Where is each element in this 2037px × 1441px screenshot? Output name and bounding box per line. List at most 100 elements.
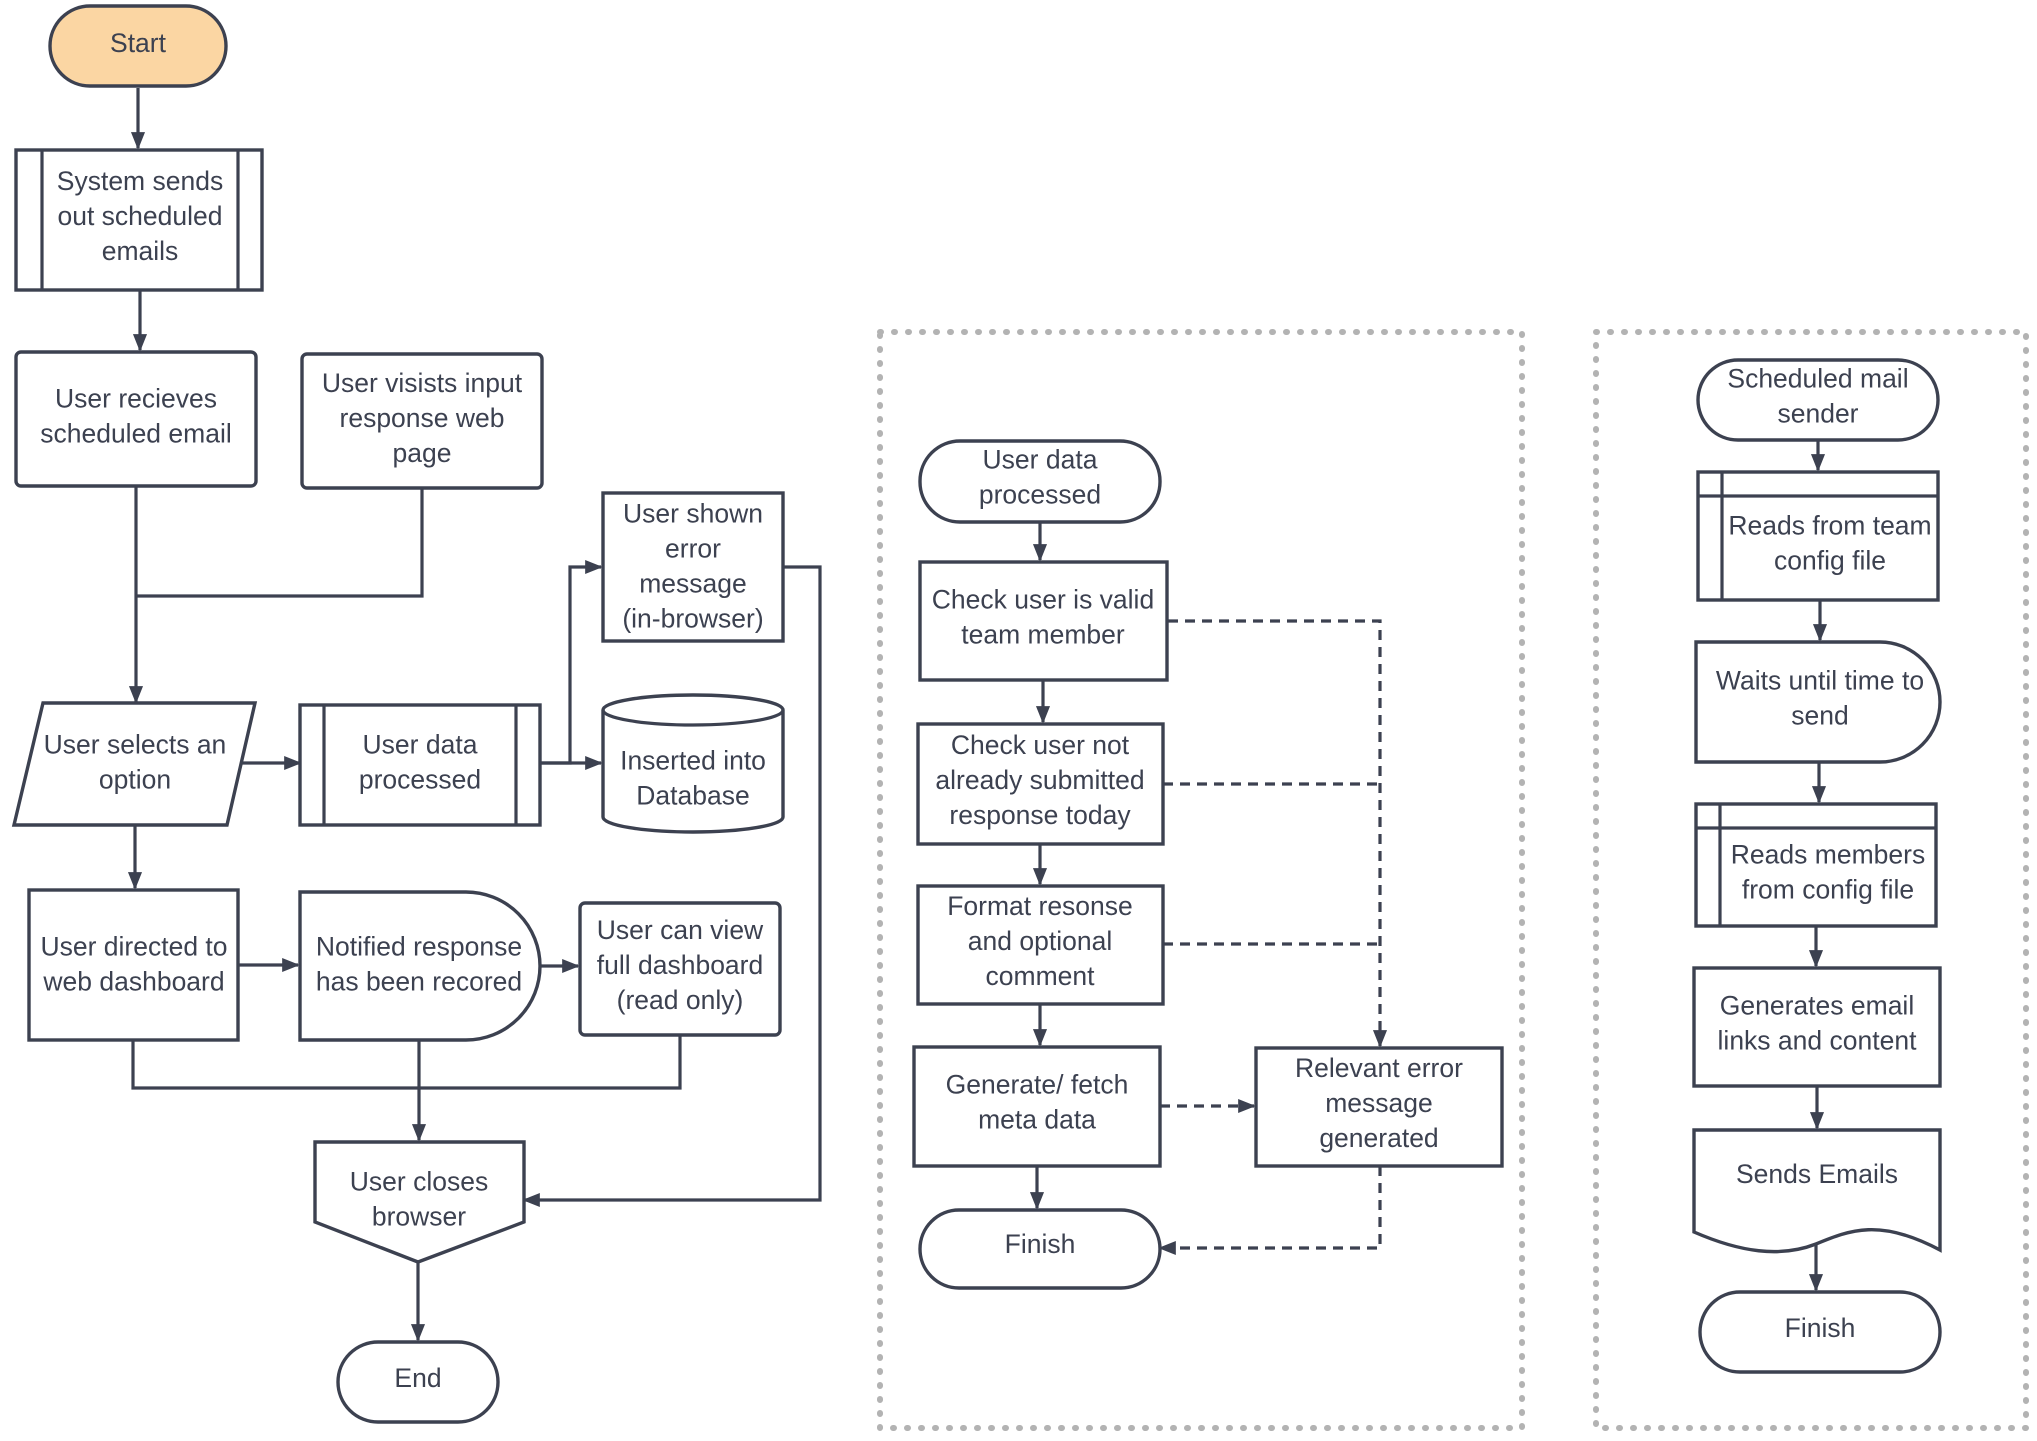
label-line: links and content [1718, 1026, 1918, 1056]
label-line: option [99, 765, 171, 795]
label-line: sender [1777, 399, 1858, 429]
label-line: team member [961, 620, 1125, 650]
label-line: response today [949, 800, 1131, 830]
node-user-visits-label: User visists input response web page [322, 368, 523, 468]
label-line: processed [979, 480, 1101, 510]
label-line: (in-browser) [622, 604, 763, 634]
label-line: Generates email [1720, 991, 1914, 1021]
edge-directed-dashboard-join [131, 1036, 682, 1090]
processing-container [877, 329, 1525, 1431]
label-line: Generate/ fetch [946, 1070, 1129, 1100]
edge-processed-to-error [540, 559, 603, 765]
node-sends-label: Sends Emails [1736, 1159, 1898, 1189]
node-generates[interactable]: Generates email links and content [1692, 966, 1942, 1088]
label-line: User data [363, 730, 478, 760]
node-check-valid[interactable]: Check user is valid team member [918, 560, 1169, 682]
node-start[interactable]: Start [48, 4, 228, 88]
label-line: System sends [57, 166, 223, 196]
label-line: already submitted [935, 765, 1144, 795]
label-line: response web [340, 403, 505, 433]
node-data-processed-label: User data processed [359, 730, 481, 795]
label-line: Reads from team [1728, 511, 1931, 541]
node-end[interactable]: End [336, 1340, 500, 1424]
label-line: message [639, 569, 747, 599]
label-line: User can view [597, 915, 764, 945]
label-line: User shown [623, 499, 763, 529]
label-line: User data [983, 445, 1098, 475]
label-line: send [1791, 701, 1848, 731]
node-reads-team[interactable]: Reads from team config file [1696, 470, 1940, 602]
label-line: Sends Emails [1736, 1159, 1898, 1189]
node-mail-start[interactable]: Scheduled mail sender [1696, 358, 1940, 442]
node-data-processed[interactable]: User data processed [298, 703, 542, 827]
node-check-valid-label: Check user is valid team member [932, 585, 1154, 650]
node-mail-finish[interactable]: Finish [1698, 1290, 1942, 1374]
label-line: Scheduled mail [1727, 364, 1908, 394]
node-generate-meta[interactable]: Generate/ fetch meta data [912, 1045, 1162, 1168]
label-line: emails [102, 236, 179, 266]
node-user-receives[interactable]: User recieves scheduled email [14, 350, 258, 488]
node-system-sends-label: System sends out scheduled emails [57, 166, 223, 266]
label-line: web dashboard [42, 967, 224, 997]
label-line: User visists input [322, 368, 523, 398]
label-line: config file [1774, 546, 1886, 576]
label-line: Check user is valid [932, 585, 1154, 615]
label-line: meta data [978, 1105, 1096, 1135]
label-line: page [393, 438, 452, 468]
label-line: Relevant error [1295, 1053, 1463, 1083]
node-start-label: Start [110, 28, 167, 58]
node-generate-meta-label: Generate/ fetch meta data [946, 1070, 1129, 1135]
node-generates-label: Generates email links and content [1718, 991, 1918, 1056]
label-line: User closes [350, 1167, 488, 1197]
label-line: out scheduled [57, 201, 222, 231]
label-line: from config file [1742, 875, 1914, 905]
node-user-visits[interactable]: User visists input response web page [300, 352, 544, 490]
node-user-receives-label: User recieves scheduled email [40, 384, 232, 449]
edge-error-to-closes [522, 565, 822, 1208]
node-end-label: End [394, 1363, 441, 1393]
node-mail-start-label: Scheduled mail sender [1727, 364, 1908, 429]
node-mail-finish-label: Finish [1785, 1313, 1856, 1343]
label-line: Start [110, 28, 167, 58]
node-waits-label: Waits until time to send [1716, 666, 1924, 731]
label-line: (read only) [617, 985, 744, 1015]
edge-check-valid-error [1168, 619, 1388, 1048]
label-line: User recieves [55, 384, 217, 414]
main-flow-edges [127, 88, 822, 1342]
node-sends[interactable]: Sends Emails [1692, 1128, 1942, 1254]
node-proc-start[interactable]: User data processed [918, 439, 1162, 524]
node-system-sends[interactable]: System sends out scheduled emails [14, 148, 264, 292]
node-waits[interactable]: Waits until time to send [1694, 640, 1942, 764]
label-line: Finish [1005, 1229, 1076, 1259]
label-line: Waits until time to [1716, 666, 1924, 696]
mail-sender-container [1593, 329, 2029, 1431]
label-line: scheduled email [40, 419, 232, 449]
label-line: processed [359, 765, 481, 795]
node-proc-start-label: User data processed [979, 445, 1101, 510]
edge-visits-to-selects [136, 488, 424, 598]
node-proc-finish[interactable]: Finish [918, 1208, 1162, 1290]
label-line: End [394, 1363, 441, 1393]
label-line: and optional [968, 926, 1112, 956]
label-line: generated [1319, 1123, 1438, 1153]
label-line: Format resonse [947, 891, 1133, 921]
